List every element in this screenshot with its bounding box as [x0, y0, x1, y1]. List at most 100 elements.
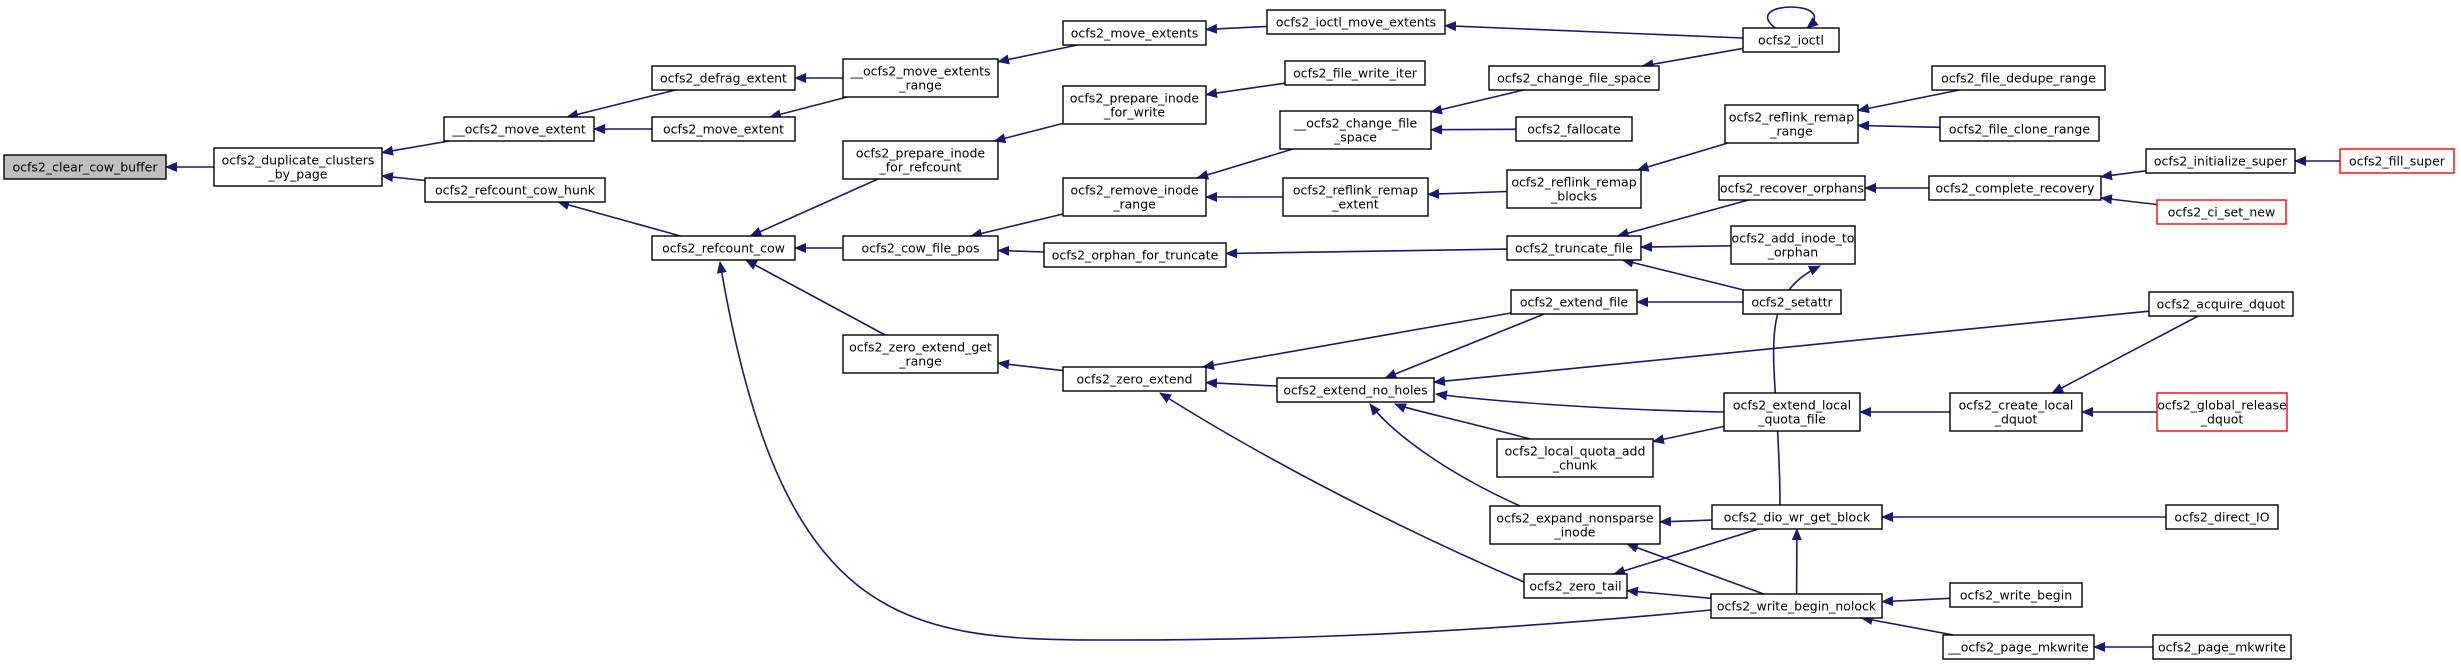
node-acquire-dquot[interactable]: ocfs2_acquire_dquot: [2148, 291, 2294, 317]
node-box: [842, 140, 999, 180]
node-create-local-dquot[interactable]: ocfs2_create_local_dquot: [1949, 392, 2083, 432]
node-zero-extend[interactable]: ocfs2_zero_extend: [1062, 366, 1207, 392]
node-global-release-dquot[interactable]: ocfs2_global_release_dquot: [2156, 392, 2288, 432]
edge-extend-file-to-zero-extend: [1202, 312, 1512, 371]
node-label: ocfs2_write_begin_nolock: [1717, 599, 1877, 614]
node-box: [424, 177, 606, 203]
node-label: _space: [1333, 130, 1377, 145]
node-extend-no-holes[interactable]: ocfs2_extend_no_holes: [1276, 377, 1435, 403]
node-file-write-iter[interactable]: ocfs2_file_write_iter: [1284, 60, 1426, 86]
node-ioctl-move-extents[interactable]: ocfs2_ioctl_move_extents: [1266, 9, 1446, 35]
node-ioctl[interactable]: ocfs2_ioctl: [1742, 27, 1840, 53]
edge-recover-orphans-to-truncate-file: [1616, 199, 1749, 238]
node-dio-wr-get-block[interactable]: ocfs2_dio_wr_get_block: [1711, 504, 1883, 530]
edges-layer: [165, 6, 2340, 652]
edge-defrag-extent-to-move-extent-u: [566, 89, 676, 120]
node-box: [1510, 289, 1638, 315]
edge-acquire-dquot-to-create-local-dquot: [2051, 315, 2199, 394]
edge-dio-wr-get-block-to-expand-nonsparse: [1659, 516, 1713, 527]
node-box: [1724, 104, 1859, 144]
node-write-begin[interactable]: ocfs2_write_begin: [1949, 582, 2083, 608]
edge-extend-file-to-extend-no-holes: [1384, 313, 1545, 379]
node-box: [1949, 582, 2083, 608]
node-local-quota-add-chunk[interactable]: ocfs2_local_quota_add_chunk: [1496, 438, 1654, 478]
node-box: [1062, 177, 1207, 217]
node-box: [2152, 634, 2292, 660]
node-remove-inode-range[interactable]: ocfs2_remove_inode_range: [1062, 177, 1207, 217]
node-label: ocfs2_local_quota_add: [1505, 444, 1646, 459]
node-fallocate[interactable]: ocfs2_fallocate: [1515, 116, 1633, 142]
node-box: [651, 116, 796, 142]
node-move-extents[interactable]: ocfs2_move_extents: [1062, 20, 1207, 46]
node-write-begin-nolock[interactable]: ocfs2_write_begin_nolock: [1710, 593, 1883, 619]
node-cow-file-pos[interactable]: ocfs2_cow_file_pos: [842, 235, 999, 261]
node-label: ocfs2_expand_nonsparse: [1496, 511, 1653, 526]
node-label: ocfs2_prepare_inode: [1070, 91, 1200, 106]
node-expand-nonsparse[interactable]: ocfs2_expand_nonsparse_inode: [1489, 505, 1661, 545]
node-change-file-space[interactable]: ocfs2_change_file_space: [1488, 65, 1660, 91]
focus-node-clear-cow-buffer: ocfs2_clear_cow_buffer: [3, 154, 167, 180]
node-box: [842, 334, 999, 374]
node-box: [1489, 505, 1661, 545]
edge-move-extents-range-to-move-extent: [768, 96, 848, 120]
node-extend-local-quota-file[interactable]: ocfs2_extend_local_quota_file: [1723, 392, 1861, 432]
node-label: ocfs2_remove_inode: [1070, 183, 1198, 198]
node-move-extent-u[interactable]: __ocfs2_move_extent: [443, 116, 595, 142]
edge-change-file-space-u-to-remove-inode-range: [1196, 148, 1294, 180]
node-reflink-remap-range[interactable]: ocfs2_reflink_remap_range: [1724, 104, 1859, 144]
node-reflink-remap-blocks[interactable]: ocfs2_reflink_remap_blocks: [1506, 169, 1642, 209]
node-fill-super[interactable]: ocfs2_fill_super: [2339, 148, 2455, 174]
node-zero-extend-get-range[interactable]: ocfs2_zero_extend_get_range: [842, 334, 999, 374]
node-label: ocfs2_initialize_super: [2154, 154, 2288, 169]
node-file-clone-range[interactable]: ocfs2_file_clone_range: [1939, 116, 2100, 142]
node-setattr[interactable]: ocfs2_setattr: [1742, 289, 1842, 315]
node-defrag-extent[interactable]: ocfs2_defrag_extent: [651, 65, 796, 91]
node-prepare-inode-refcount[interactable]: ocfs2_prepare_inode_for_refcount: [842, 140, 999, 180]
node-file-dedupe-range[interactable]: ocfs2_file_dedupe_range: [1931, 65, 2106, 91]
node-initialize-super[interactable]: ocfs2_initialize_super: [2145, 148, 2296, 174]
node-label: ocfs2_fallocate: [1527, 122, 1621, 137]
node-label: ocfs2_ioctl_move_extents: [1276, 15, 1436, 30]
node-label: ocfs2_page_mkwrite: [2158, 640, 2286, 655]
node-page-mkwrite-u[interactable]: __ocfs2_page_mkwrite: [1942, 634, 2095, 660]
node-change-file-space-u[interactable]: __ocfs2_change_file_space: [1279, 110, 1432, 150]
edge-dio-wr-get-block-to-add-inode-to-orphan: [1772, 265, 1821, 506]
node-recover-orphans[interactable]: ocfs2_recover_orphans: [1718, 175, 1866, 201]
node-refcount-cow-hunk[interactable]: ocfs2_refcount_cow_hunk: [424, 177, 606, 203]
node-move-extents-range[interactable]: __ocfs2_move_extents_range: [842, 58, 999, 98]
node-label: ocfs2_create_local: [1959, 398, 2074, 413]
node-extend-file[interactable]: ocfs2_extend_file: [1510, 289, 1638, 315]
node-label: ocfs2_defrag_extent: [660, 71, 787, 86]
node-zero-tail[interactable]: ocfs2_zero_tail: [1523, 573, 1628, 599]
node-complete-recovery[interactable]: ocfs2_complete_recovery: [1928, 175, 2102, 201]
node-box: [1506, 169, 1642, 209]
node-direct-io[interactable]: ocfs2_direct_IO: [2165, 504, 2279, 530]
node-dup-clusters[interactable]: ocfs2_duplicate_clusters_by_page: [213, 147, 383, 187]
node-label: ocfs2_refcount_cow: [662, 241, 785, 256]
edge-ioctl-to-ioctl: [1766, 6, 1819, 29]
node-label: ocfs2_complete_recovery: [1936, 181, 2096, 196]
node-truncate-file[interactable]: ocfs2_truncate_file: [1506, 235, 1642, 261]
node-label: __ocfs2_move_extents: [849, 64, 990, 79]
node-box: [651, 235, 796, 261]
node-add-inode-to-orphan[interactable]: ocfs2_add_inode_to_orphan: [1730, 225, 1856, 265]
node-box: [1931, 65, 2106, 91]
node-refcount-cow[interactable]: ocfs2_refcount_cow: [651, 235, 796, 261]
node-page-mkwrite[interactable]: ocfs2_page_mkwrite: [2152, 634, 2292, 660]
node-label: ocfs2_extend_file: [1520, 295, 1629, 310]
node-label: ocfs2_truncate_file: [1515, 241, 1633, 256]
node-move-extent[interactable]: ocfs2_move_extent: [651, 116, 796, 142]
edge-file-write-iter-to-prepare-inode-write: [1205, 82, 1286, 98]
node-box: [1062, 85, 1207, 125]
node-box: [1723, 392, 1861, 432]
node-box: [1266, 9, 1446, 35]
node-reflink-remap-extent[interactable]: ocfs2_reflink_remap_extent: [1282, 177, 1429, 217]
edge-zero-tail-to-zero-extend: [1159, 392, 1525, 583]
node-orphan-for-truncate[interactable]: ocfs2_orphan_for_truncate: [1043, 242, 1227, 268]
edge-move-extents-to-move-extents-range: [997, 44, 1078, 65]
node-ci-set-new[interactable]: ocfs2_ci_set_new: [2156, 199, 2287, 225]
edge-add-inode-to-orphan-to-truncate-file: [1640, 241, 1732, 252]
node-prepare-inode-write[interactable]: ocfs2_prepare_inode_for_write: [1062, 85, 1207, 125]
edge-acquire-dquot-to-extend-no-holes: [1433, 310, 2150, 387]
